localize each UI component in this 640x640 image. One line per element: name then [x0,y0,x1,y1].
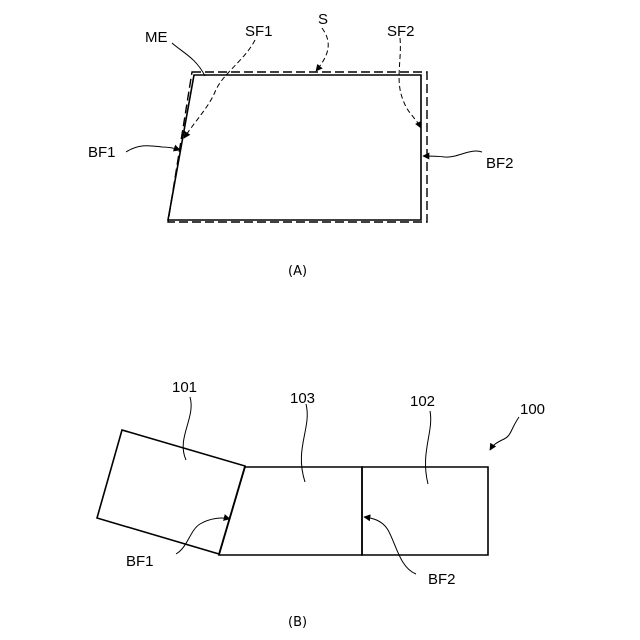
solid-shape [168,75,421,220]
figure-b: 101 103 102 100 BF1 BF2 (B) [97,379,545,630]
label-bf1-b: BF1 [126,553,154,570]
leader-103 [301,404,307,482]
label-100: 100 [520,401,545,418]
leader-s [316,28,328,71]
leader-bf2-b [364,517,416,574]
label-sf1: SF1 [245,23,273,40]
part-103 [219,467,362,555]
leader-bf1 [126,146,180,152]
label-me: ME [145,29,168,46]
leader-bf2 [423,151,482,157]
leader-sf1 [184,40,255,138]
label-bf1: BF1 [88,144,116,161]
leader-102 [425,411,430,484]
part-101 [97,430,245,554]
leader-sf2 [399,38,421,128]
dashed-outline-s [168,72,427,222]
part-102 [362,467,488,555]
leader-100 [490,417,519,450]
leader-me [172,43,205,76]
label-s: S [318,11,328,28]
label-101: 101 [172,379,197,396]
caption-a: (A) [288,264,307,279]
label-sf2: SF2 [387,23,415,40]
caption-b: (B) [288,615,307,630]
label-bf2-b: BF2 [428,571,456,588]
figure-a: ME SF1 S SF2 BF1 BF2 (A) [88,11,514,279]
label-bf2: BF2 [486,155,514,172]
label-102: 102 [410,393,435,410]
label-103: 103 [290,390,315,407]
